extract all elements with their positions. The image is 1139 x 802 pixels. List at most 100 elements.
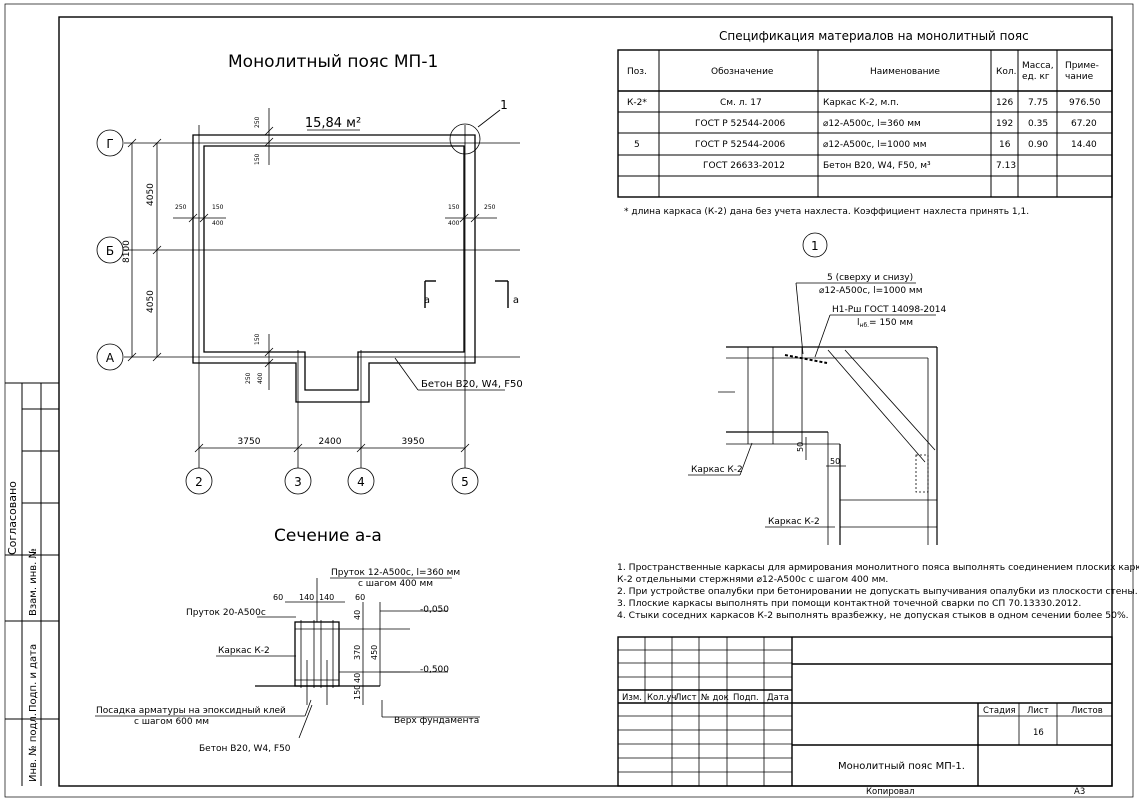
side-sign-date: Подп. и дата: [28, 644, 39, 712]
small-dim: 150: [254, 333, 261, 345]
spec-cell: К-2*: [627, 98, 647, 108]
small-dim: 400: [212, 220, 224, 227]
spec-cell: Каркас К-2, м.п.: [823, 98, 899, 108]
section-dim-right-5: 150: [353, 685, 362, 700]
section-dim-right-4: 450: [370, 645, 379, 660]
spec-cell: ГОСТ 26633-2012: [703, 161, 785, 171]
stamp-copied: Копировал: [866, 787, 915, 797]
stamp-col: Подп.: [733, 693, 759, 703]
plan-drawing: [96, 108, 520, 495]
axis-label-g: Г: [106, 137, 113, 151]
axis-label-3: 3: [294, 475, 302, 489]
small-dim: 150: [254, 153, 261, 165]
small-dim: 250: [254, 116, 261, 128]
spec-cell: 976.50: [1069, 98, 1101, 108]
spec-header: Поз.: [627, 67, 647, 77]
inner-frame: [58, 16, 1113, 787]
dim-bottom-2: 2400: [319, 437, 342, 447]
small-dim: 400: [257, 372, 264, 384]
spec-cell: ⌀12-А500с, l=360 мм: [823, 119, 921, 129]
section-dim-right-1: 40: [353, 610, 362, 620]
section-concrete-label: Бетон В20, W4, F50: [199, 744, 291, 754]
section-mark-right: а: [513, 295, 519, 306]
spec-cell: Бетон В20, W4, F50, м³: [823, 161, 931, 171]
stamp-stage: Стадия: [983, 706, 1016, 716]
axis-label-2: 2: [195, 475, 203, 489]
spec-header: Наименование: [870, 67, 940, 77]
spec-cell: 14.40: [1071, 140, 1097, 150]
section-dim-top-2: 140: [299, 593, 314, 602]
small-dim: 250: [484, 204, 496, 211]
axis-label-4: 4: [357, 475, 365, 489]
stamp-title: Монолитный пояс МП-1.: [838, 761, 965, 772]
spec-cell: ⌀12-А500с, l=1000 мм: [823, 140, 927, 150]
stamp-col: Кол.уч: [647, 693, 676, 703]
section-epoxy-step: с шагом 600 мм: [134, 717, 209, 727]
spec-footnote: * длина каркаса (К-2) дана без учета нах…: [624, 207, 1029, 217]
detail-drawing: [688, 232, 938, 545]
title-block: [617, 636, 1113, 787]
spec-cell: 126: [996, 98, 1013, 108]
stamp-sheets: Листов: [1071, 706, 1103, 716]
section-dim-right-2: 370: [353, 645, 362, 660]
spec-cell: ГОСТ Р 52544-2006: [695, 119, 786, 129]
note-line: 2. При устройстве опалубки при бетониров…: [617, 586, 1138, 597]
plan-callout: 1: [500, 98, 508, 112]
detail-frame-label-2: Каркас К-2: [768, 517, 820, 527]
note-line: 1. Пространственные каркасы для армирова…: [617, 562, 1139, 573]
spec-table: [617, 49, 1113, 198]
side-agreed: Согласовано: [6, 481, 19, 555]
spec-cell: 0.35: [1028, 119, 1048, 129]
outer-frame: [4, 3, 1134, 798]
plan-area-label: 15,84 м²: [305, 116, 361, 131]
section-title: Сечение а-а: [274, 526, 382, 546]
stamp-col: Дата: [767, 693, 789, 703]
stamp-col: Изм.: [622, 693, 642, 703]
spec-cell: 0.90: [1028, 140, 1048, 150]
section-level-1: -0,050: [420, 605, 449, 615]
dim-left-2: 4050: [146, 290, 156, 313]
side-inv-orig: Инв. № подл.: [28, 713, 39, 782]
side-stamp: [5, 382, 59, 786]
spec-cell: 192: [996, 119, 1013, 129]
small-dim: 250: [175, 204, 187, 211]
section-foundation-label: Верх фундамента: [394, 716, 479, 726]
spec-header: Кол.: [996, 67, 1017, 77]
detail-dim-50a: 50: [796, 442, 805, 452]
detail-number: 1: [811, 239, 819, 253]
spec-cell: 16: [999, 140, 1011, 150]
dim-bottom-3: 3950: [402, 437, 425, 447]
small-dim: 150: [212, 204, 224, 211]
stamp-sheet: Лист: [1027, 706, 1049, 716]
section-rod12-label: Пруток 12-А500с, l=360 мм: [331, 568, 460, 578]
detail-frame-label-1: Каркас К-2: [691, 465, 743, 475]
spec-title: Спецификация материалов на монолитный по…: [719, 29, 1029, 43]
spec-cell: 5: [634, 140, 640, 150]
section-frame-label: Каркас К-2: [218, 646, 270, 656]
section-epoxy-label: Посадка арматуры на эпоксидный клей: [96, 706, 286, 716]
stamp-col: Лист: [675, 693, 697, 703]
stamp-sheet-number: 16: [1033, 728, 1044, 738]
section-drawing: [95, 577, 480, 739]
spec-header: Обозначение: [711, 67, 774, 77]
axis-label-b: Б: [106, 244, 114, 258]
detail-top-rebar: ⌀12-А500с, l=1000 мм: [819, 286, 923, 296]
section-rod20-label: Пруток 20-А500с: [186, 608, 266, 618]
plan-title: Монолитный пояс МП-1: [228, 52, 438, 72]
section-dim-right-3: 40: [353, 673, 362, 683]
spec-header: Масса,ед. кг: [1022, 61, 1054, 82]
stamp-format: А3: [1074, 787, 1085, 797]
section-mark-left: а: [424, 295, 430, 306]
small-dim: 400: [448, 220, 460, 227]
detail-weld-length: lнб.= 150 мм: [857, 318, 913, 329]
stamp-col: № док: [701, 693, 729, 703]
side-repl-inv: Взам. инв. №: [28, 548, 39, 616]
section-dim-top-3: 140: [319, 593, 334, 602]
axis-label-5: 5: [461, 475, 469, 489]
detail-top-label: 5 (сверху и снизу): [827, 273, 913, 283]
note-line: 3. Плоские каркасы выполнять при помощи …: [617, 598, 1081, 609]
spec-header: Приме-чание: [1065, 61, 1099, 82]
note-line: 4. Стыки соседних каркасов К-2 выполнять…: [617, 610, 1129, 621]
dim-bottom-1: 3750: [238, 437, 261, 447]
